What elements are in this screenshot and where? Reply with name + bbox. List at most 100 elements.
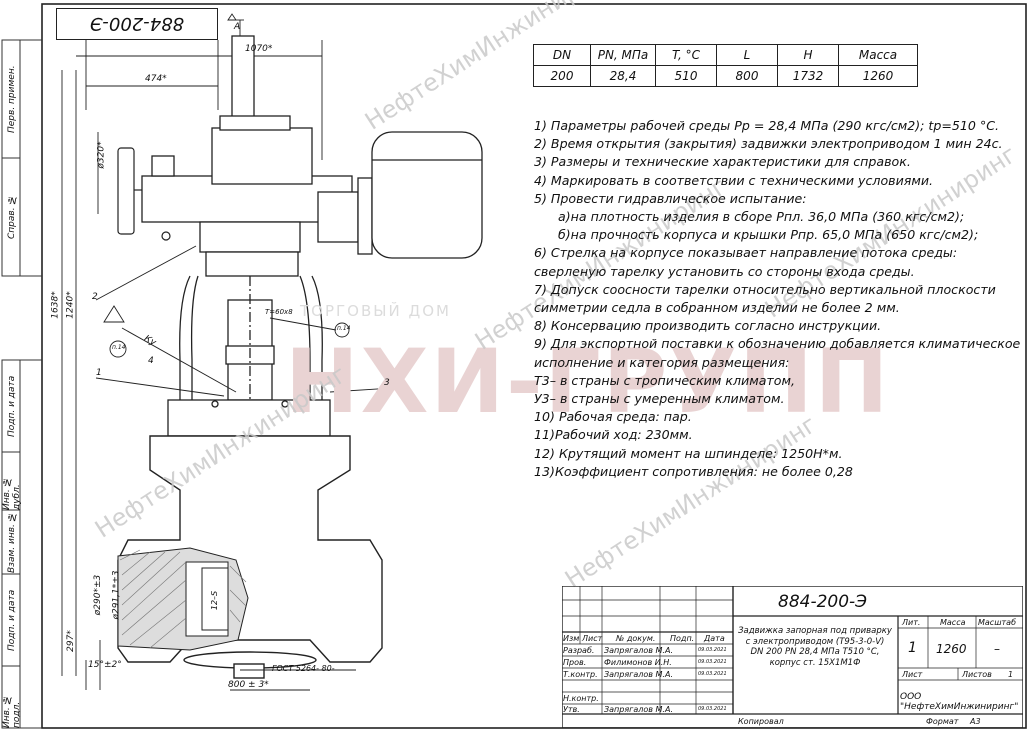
lit-value: 1: [908, 640, 917, 656]
note-line: 12) Крутящий момент на шпинделе: 1250Н*м…: [534, 445, 843, 461]
note-line: 2) Время открытия (закрытия) задвижки эл…: [534, 136, 1003, 152]
dim-1240: 1240*: [65, 291, 76, 319]
sign-date: 09.03.2021: [698, 659, 727, 665]
role-label: Н.контр.: [563, 694, 599, 703]
scale-label: Масштаб: [978, 618, 1017, 627]
note-line: 3) Размеры и технические характеристики …: [534, 154, 911, 170]
dim-297: 297*: [65, 630, 76, 652]
callout-4: 4: [148, 356, 154, 366]
note-line: исполнение и категория размещения:: [534, 354, 790, 370]
role-label: Пров.: [563, 658, 587, 667]
dim-1070: 1070*: [245, 44, 273, 54]
value-h: 1732: [777, 65, 839, 87]
side-label: Подп. и дата: [7, 375, 17, 437]
header-l: L: [716, 44, 778, 66]
top-stamp: 884-200-Э: [56, 8, 218, 40]
side-label: Справ. №: [7, 194, 17, 240]
section-label-a: А: [234, 22, 241, 32]
stamp-code: 884-200-Э: [89, 13, 185, 35]
side-label: Инв. № подл.: [2, 694, 22, 728]
description-line: DN 200 PN 28,4 МПа Т510 °С,: [750, 647, 880, 657]
callout-2: 2: [92, 292, 98, 302]
sign-date: 09.03.2021: [698, 647, 727, 653]
side-label: Перв. примен.: [7, 65, 17, 133]
callout-1: 1: [96, 368, 102, 378]
person-name: Запрягалов М.А.: [604, 705, 673, 714]
sheets-value: 1: [1008, 670, 1014, 679]
role-label: Т.контр.: [563, 670, 598, 679]
note-line: 1) Параметры рабочей среды Рр = 28,4 МПа…: [534, 118, 1000, 133]
title-block-grid: [562, 586, 1023, 728]
technical-notes: 1) Параметры рабочей среды Рр = 28,4 МПа…: [534, 117, 1021, 481]
value-mass: 1260: [838, 65, 918, 87]
col-header: Дата: [704, 634, 725, 643]
dim-d291: ø291,1*±3: [111, 570, 122, 620]
person-name: Запрягалов М.А.: [604, 646, 673, 655]
sheets-label: Листов: [962, 670, 992, 679]
dim-1638: 1638*: [50, 291, 61, 319]
note-line: 9) Для экспортной поставки к обозначению…: [534, 336, 1021, 352]
col-header: № докум.: [616, 634, 656, 643]
tolerance-label: Т=60х8: [265, 308, 293, 316]
format-label: Формат: [926, 717, 959, 726]
note-line: У3– в страны с умеренным климатом.: [534, 391, 785, 407]
ref-label: п.14: [337, 325, 351, 332]
company-name: ООО "НефтеХимИнжиниринг": [900, 692, 1019, 712]
mass-label: Масса: [940, 618, 966, 627]
note-line: Т3– в страны с тропическим климатом,: [534, 372, 795, 388]
note-line: 5) Провести гидравлическое испытание:: [534, 190, 807, 206]
note-line: сверленую тарелку установить со стороны …: [534, 263, 915, 279]
header-pn: PN, МПа: [590, 44, 656, 66]
format-value: А3: [970, 717, 981, 726]
table-value-row: 200 28,4 510 800 1732 1260: [533, 65, 918, 87]
note-line: 7) Допуск соосности тарелки относительно…: [534, 281, 996, 297]
sign-date: 09.03.2021: [698, 671, 727, 677]
value-t: 510: [655, 65, 717, 87]
note-line: б)на прочность корпуса и крышки Рпр. 65,…: [558, 227, 979, 243]
role-label: Утв.: [563, 705, 580, 714]
brand-watermark: НХИ-ГРУПП: [285, 330, 891, 433]
note-line: 6) Стрелка на корпусе показывает направл…: [534, 245, 958, 261]
title-designation: 884-200-Э: [778, 592, 868, 612]
header-mass: Масса: [838, 44, 918, 66]
dim-800: 800 ± 3*: [228, 680, 269, 690]
weld-gost-label: ГОСТ 5264- 80-: [272, 664, 335, 673]
person-name: Филимонов И.Н.: [604, 658, 672, 667]
side-label: Взам. инв. №: [7, 511, 17, 573]
table-header-row: DN PN, МПа T, °C L H Масса: [533, 44, 918, 66]
sheet-label: Лист: [902, 670, 923, 679]
lit-label: Лит.: [902, 618, 921, 627]
mass-value: 1260: [936, 642, 967, 656]
copied-label: Копировал: [738, 717, 784, 726]
note-line: 10) Рабочая среда: пар.: [534, 409, 692, 425]
dim-d320: ø320*: [96, 141, 107, 169]
ref-label-2: п.14: [112, 344, 126, 351]
side-strip: Перв. примен. Справ. № Подп. и дата Инв.…: [0, 0, 40, 732]
value-pn: 28,4: [590, 65, 656, 87]
col-header: Подп.: [670, 634, 695, 643]
brand-subtitle-watermark: ТОРГОВЫЙ ДОМ: [300, 302, 451, 320]
callout-3: 3: [384, 378, 390, 388]
col-header: Лист: [582, 634, 603, 643]
header-t: T, °C: [655, 44, 717, 66]
scale-value: –: [994, 642, 1000, 656]
description-line: Задвижка запорная под приварку: [738, 626, 892, 636]
note-line: 11)Рабочий ход: 230мм.: [534, 427, 693, 443]
sign-date: 09.03.2021: [698, 706, 727, 712]
header-dn: DN: [533, 44, 591, 66]
parameters-table: DN PN, МПа T, °C L H Масса 200 28,4 510 …: [533, 44, 918, 87]
wall-label: 12–S: [210, 590, 220, 611]
description-line: корпус ст. 15Х1М1Ф: [769, 657, 861, 668]
title-description: Задвижка запорная под приварку с электро…: [736, 626, 894, 668]
dim-angle-15: 15°±2°: [88, 660, 122, 670]
description-line: с электроприводом (Т95-3-0-V): [745, 636, 885, 647]
person-name: Запрягалов М.А.: [604, 670, 673, 679]
role-label: Разраб.: [563, 646, 595, 655]
header-h: H: [777, 44, 839, 66]
note-line: а)на плотность изделия в сборе Рпл. 36,0…: [558, 209, 965, 225]
value-dn: 200: [533, 65, 591, 87]
side-label: Инв. № дубл.: [2, 476, 22, 510]
dim-d290: ø290*±3: [93, 574, 104, 616]
